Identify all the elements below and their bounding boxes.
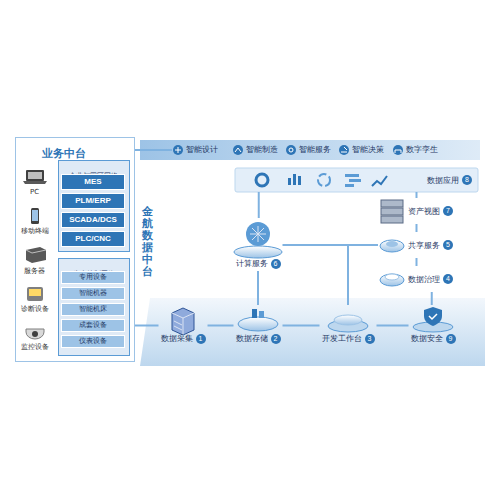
node-label: 数据安全 bbox=[411, 333, 443, 344]
node-label: MES bbox=[84, 177, 101, 186]
scenario-item: 智能制造 bbox=[232, 142, 280, 158]
node-label: 开发工作台 bbox=[322, 333, 362, 344]
node-label: 仪表设备 bbox=[79, 337, 107, 345]
panel-box: 业务中台PC移动终端服务器诊断设备监控设备企业与园区网络MESPLM/ERPSC… bbox=[15, 137, 135, 362]
device-node: 监控设备 bbox=[20, 322, 50, 353]
scenario-item: 智能服务 bbox=[285, 142, 333, 158]
node-label: PLM/ERP bbox=[75, 196, 111, 205]
node-label: 业务中台 bbox=[42, 147, 86, 160]
equipment-box: 智能机器 bbox=[61, 287, 125, 300]
equipment-box: 仪表设备 bbox=[61, 335, 125, 348]
connector bbox=[348, 245, 378, 305]
connector bbox=[431, 292, 433, 305]
equipment-box: 智能机床 bbox=[61, 303, 125, 316]
scenario-item: 智能决策 bbox=[338, 142, 386, 158]
callout-number: 7 bbox=[443, 206, 453, 216]
base-platform bbox=[140, 298, 485, 366]
device-icons bbox=[23, 170, 47, 339]
connector bbox=[257, 271, 259, 305]
callout-number: 5 bbox=[443, 240, 453, 250]
service-node: 数据治理4 bbox=[378, 266, 455, 292]
platform-icons bbox=[172, 200, 453, 335]
connector bbox=[377, 325, 409, 327]
connector bbox=[283, 325, 320, 327]
node-label: 数据采集 bbox=[161, 333, 193, 344]
node-label: 计算服务 bbox=[236, 258, 268, 269]
node-label: 数据应用 bbox=[427, 175, 459, 186]
node-label: 资产视图 bbox=[408, 206, 440, 217]
connector bbox=[258, 192, 260, 218]
device-node: PC bbox=[29, 168, 40, 197]
callout-number: 2 bbox=[271, 334, 281, 344]
node-label: 共享服务 bbox=[408, 240, 440, 251]
node-label: 智能决策 bbox=[352, 145, 384, 154]
node-label: 服务器 bbox=[24, 267, 45, 275]
device-node: 服务器 bbox=[23, 246, 46, 277]
service-node: 数据采集1 bbox=[159, 305, 208, 346]
node-label: 移动终端 bbox=[21, 227, 49, 235]
service-node: 数据存储2 bbox=[234, 305, 283, 346]
app-band bbox=[235, 168, 478, 192]
network-column: 企业与园区网络MESPLM/ERPSCADA/DCSPLC/CNC bbox=[58, 160, 130, 252]
callout-number: 6 bbox=[271, 259, 281, 269]
callout-number: 8 bbox=[462, 175, 472, 185]
connector bbox=[208, 325, 234, 327]
node-label: 专用设备 bbox=[79, 273, 107, 281]
application-band: 数据应用8 bbox=[235, 168, 478, 192]
system-box: PLC/CNC bbox=[61, 231, 125, 247]
node-label: PC bbox=[30, 188, 39, 196]
connector bbox=[416, 224, 418, 232]
platform-title: 金航数据中台 bbox=[142, 206, 153, 279]
equipment-box: 专用设备 bbox=[61, 271, 125, 284]
node-label: 成套设备 bbox=[79, 321, 107, 329]
connector bbox=[416, 192, 418, 198]
node-label: 数据存储 bbox=[236, 333, 268, 344]
connector bbox=[416, 258, 418, 266]
scenario-item: 智能设计 bbox=[172, 142, 220, 158]
node-label: 智能设计 bbox=[186, 145, 218, 154]
system-box: SCADA/DCS bbox=[61, 212, 125, 228]
node-label: 诊断设备 bbox=[21, 305, 49, 313]
service-node: 数据安全9 bbox=[409, 305, 458, 346]
node-label: 数字孪生 bbox=[406, 145, 438, 154]
connector bbox=[135, 149, 172, 151]
device-node: 诊断设备 bbox=[20, 284, 50, 315]
equipment-box: 成套设备 bbox=[61, 319, 125, 332]
service-node: 计算服务6 bbox=[234, 218, 283, 271]
callout-number: 9 bbox=[446, 334, 456, 344]
service-node: 共享服务5 bbox=[378, 232, 455, 258]
service-node: 开发工作台3 bbox=[320, 305, 377, 346]
node-label: 数据治理 bbox=[408, 274, 440, 285]
top-band bbox=[140, 140, 480, 160]
node-label: 智能制造 bbox=[246, 145, 278, 154]
node-label: PLC/CNC bbox=[75, 234, 111, 243]
scenario-item: 数字孪生 bbox=[392, 142, 440, 158]
node-label: 智能机器 bbox=[79, 289, 107, 297]
network-column: 生产控制网络专用设备智能机器智能机床成套设备仪表设备 bbox=[58, 258, 130, 356]
system-box: MES bbox=[61, 174, 125, 190]
connector bbox=[135, 325, 159, 327]
node-label: 智能机床 bbox=[79, 305, 107, 313]
system-box: PLM/ERP bbox=[61, 193, 125, 209]
node-label: 监控设备 bbox=[21, 343, 49, 351]
callout-number: 4 bbox=[443, 274, 453, 284]
node-label: 智能服务 bbox=[299, 145, 331, 154]
device-node: 移动终端 bbox=[20, 206, 50, 237]
node-label: SCADA/DCS bbox=[69, 215, 117, 224]
callout-number: 1 bbox=[196, 334, 206, 344]
service-node: 资产视图7 bbox=[378, 198, 455, 224]
callout-number: 3 bbox=[365, 334, 375, 344]
